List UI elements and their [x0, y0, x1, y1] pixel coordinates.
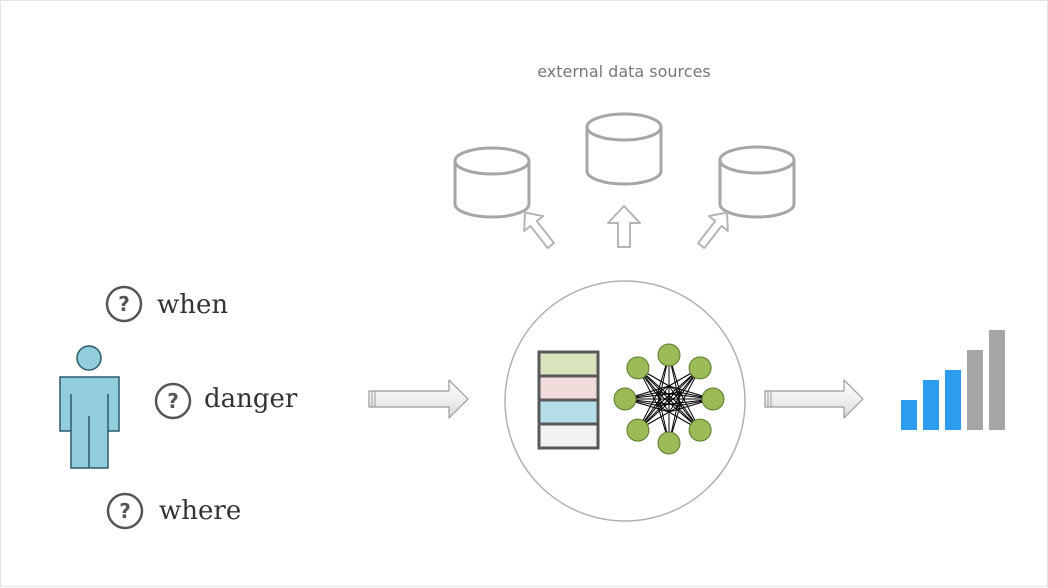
- question-mark-glyph: ?: [119, 499, 131, 523]
- question-danger: ? danger: [154, 382, 298, 420]
- where-label: where: [159, 496, 241, 526]
- bar-chart-bar: [989, 330, 1005, 430]
- network-node: [613, 387, 637, 411]
- network-node: [688, 418, 712, 442]
- person-icon: [59, 345, 120, 469]
- bar-chart-bar: [901, 400, 917, 430]
- question-mark-icon: [106, 492, 144, 530]
- database-right-icon: [718, 145, 796, 219]
- arrow-to-left-database-icon: [523, 211, 556, 250]
- network-node: [657, 431, 681, 455]
- question-mark-icon: [154, 382, 192, 420]
- question-mark-icon: [105, 285, 143, 323]
- bar-chart-bar: [923, 380, 939, 430]
- network-node: [626, 418, 650, 442]
- bar-chart-bar: [967, 350, 983, 430]
- question-where: ? where: [106, 492, 241, 530]
- bar-chart-bar: [945, 370, 961, 430]
- network-node: [688, 356, 712, 380]
- network-node: [657, 343, 681, 367]
- neural-network-icon: [613, 343, 725, 455]
- when-label: when: [157, 290, 228, 320]
- arrow-to-center-database-icon: [607, 205, 641, 248]
- output-arrow-icon: [764, 379, 864, 419]
- question-when: ? when: [105, 285, 228, 323]
- external-data-sources-caption: external data sources: [537, 62, 711, 81]
- question-mark-glyph: ?: [118, 292, 130, 316]
- network-node: [626, 356, 650, 380]
- database-center-icon: [585, 112, 663, 186]
- input-arrow-icon: [368, 379, 469, 419]
- data-table-icon: [537, 350, 600, 450]
- database-left-icon: [453, 146, 531, 219]
- arrow-to-right-database-icon: [696, 211, 729, 250]
- danger-label: danger: [204, 384, 298, 414]
- network-node: [701, 387, 725, 411]
- bar-chart-icon: [901, 330, 1005, 430]
- question-mark-glyph: ?: [167, 389, 179, 413]
